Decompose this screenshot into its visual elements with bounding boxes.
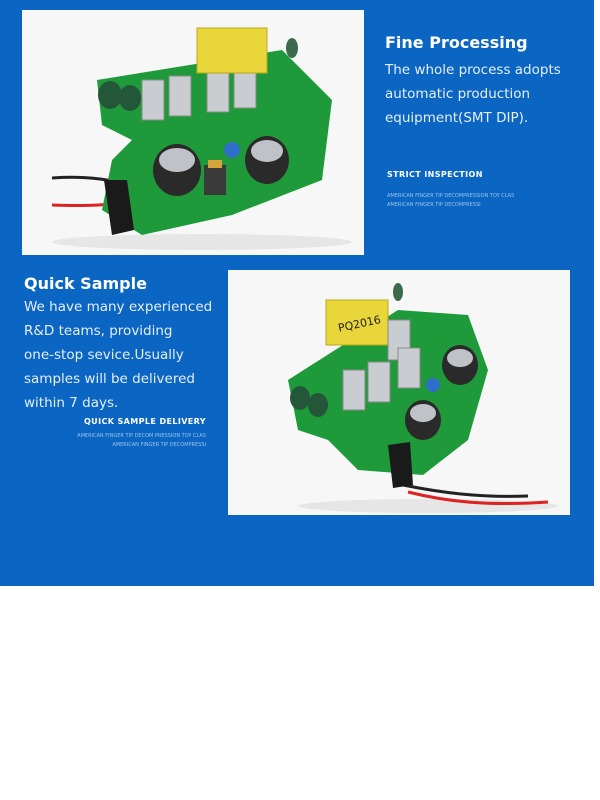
blue-content-panel: Fine Processing The whole process adopts… bbox=[0, 0, 594, 586]
quick-sample-line-3: one-stop sevice.Usually bbox=[24, 347, 184, 363]
quick-sample-title: Quick Sample bbox=[24, 274, 147, 293]
quick-sample-line-2: R&D teams, providing bbox=[24, 323, 173, 339]
strict-inspection-fine-line-2: AMERICAN FINGER TIP DECOMPRESSI bbox=[387, 202, 481, 208]
quick-sample-fine-line-2: AMERICAN FINGER TIP DECOMPRESSI bbox=[112, 442, 206, 448]
quick-sample-fine-line-1: AMERICAN FINGER TIP DECOM PRESSION TOY C… bbox=[77, 433, 206, 439]
strict-inspection-subheading: STRICT INSPECTION bbox=[387, 170, 483, 179]
pcb-power-board-icon: PQ2016 bbox=[228, 270, 570, 515]
quick-sample-line-5: within 7 days. bbox=[24, 395, 119, 411]
fine-processing-line-1: The whole process adopts bbox=[385, 62, 561, 78]
fine-processing-title: Fine Processing bbox=[385, 33, 528, 52]
quick-sample-delivery-subheading: QUICK SAMPLE DELIVERY bbox=[83, 417, 206, 426]
fine-processing-line-2: automatic production bbox=[385, 86, 531, 102]
pcb-photo-fine-processing bbox=[22, 10, 364, 255]
quick-sample-line-4: samples will be delivered bbox=[24, 371, 195, 387]
pcb-power-board-icon bbox=[22, 10, 364, 255]
quick-sample-line-1: We have many experienced bbox=[24, 299, 213, 315]
fine-processing-line-3: equipment(SMT DIP). bbox=[385, 110, 529, 126]
strict-inspection-fine-line-1: AMERICAN FINGER TIP DECOMPRESSION TOY CL… bbox=[387, 193, 515, 199]
pcb-photo-quick-sample: PQ2016 bbox=[228, 270, 570, 515]
